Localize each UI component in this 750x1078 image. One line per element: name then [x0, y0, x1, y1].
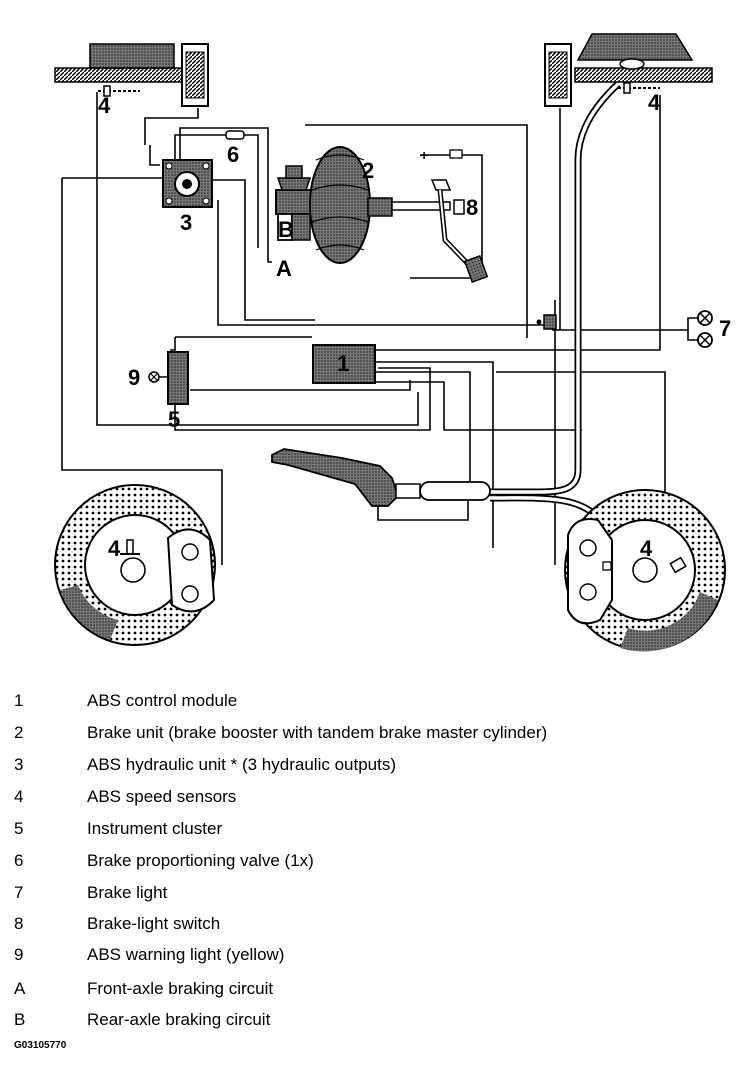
legend-description: Rear-axle braking circuit	[87, 1010, 271, 1029]
abs-control-module	[312, 344, 376, 384]
handbrake-lever	[271, 448, 491, 507]
legend-row: 5 Instrument cluster	[0, 816, 750, 842]
figure-id: G03105770	[14, 1040, 67, 1051]
legend-key: 3	[14, 755, 24, 774]
callout-3: 3	[180, 210, 192, 235]
legend-description: ABS control module	[87, 691, 238, 710]
legend-description: Brake-light switch	[87, 914, 221, 933]
speed-sensor-front-right	[618, 82, 660, 94]
brake-pedal	[430, 179, 489, 284]
legend-key: 9	[14, 945, 24, 964]
instrument-cluster	[167, 351, 189, 405]
legend-key: 5	[14, 819, 24, 838]
callout-7: 7	[719, 316, 731, 341]
brake-light-lamps	[697, 310, 713, 348]
legend-description: Brake proportioning valve (1x)	[87, 851, 314, 870]
legend-key: 2	[14, 723, 24, 742]
legend-row: 4 ABS speed sensors	[0, 784, 750, 810]
legend-description: Brake unit (brake booster with tandem br…	[87, 723, 548, 742]
callout-4-rear-left: 4	[108, 536, 121, 561]
plus-terminal: +	[420, 147, 428, 163]
legend-description: Brake light	[87, 883, 168, 902]
legend-description: ABS speed sensors	[87, 787, 237, 806]
legend-row: 1 ABS control module	[0, 688, 750, 714]
legend-row: B Rear-axle braking circuit	[0, 1007, 750, 1033]
abs-system-diagram: 4 4 6 2 3 B A 8 + 7 1 9 5 4 4	[54, 33, 731, 652]
speed-sensor-rear-right	[602, 556, 687, 574]
legend-description: Front-axle braking circuit	[87, 979, 274, 998]
legend-row: A Front-axle braking circuit	[0, 976, 750, 1002]
legend-key: 8	[14, 914, 24, 933]
callout-4-front-right: 4	[648, 90, 661, 115]
speed-sensor-front-left	[98, 85, 140, 97]
abs-hydraulic-unit	[162, 159, 213, 208]
proportioning-valve	[225, 130, 245, 140]
legend-row: 6 Brake proportioning valve (1x)	[0, 848, 750, 874]
rear-left-disc	[54, 484, 216, 646]
legend-key: 1	[14, 691, 24, 710]
callout-A: A	[276, 256, 292, 281]
callout-8: 8	[466, 195, 478, 220]
callout-1: 1	[337, 351, 349, 376]
wire-connector	[536, 314, 557, 330]
wiring	[61, 92, 703, 565]
legend-description: ABS hydraulic unit * (3 hydraulic output…	[87, 755, 396, 774]
callout-B: B	[278, 217, 294, 242]
legend-row: 7 Brake light	[0, 880, 750, 906]
legend-description: ABS warning light (yellow)	[87, 945, 285, 964]
callout-4-front-left: 4	[98, 93, 111, 118]
legend-key: 7	[14, 883, 24, 902]
callout-6: 6	[227, 142, 239, 167]
brake-booster	[275, 146, 451, 264]
legend-key: A	[14, 979, 26, 998]
callout-2: 2	[362, 158, 374, 183]
callout-5: 5	[168, 407, 180, 432]
legend-row: 3 ABS hydraulic unit * (3 hydraulic outp…	[0, 752, 750, 778]
front-right-hub	[544, 33, 713, 107]
brake-light-switch	[420, 149, 465, 215]
callout-4-rear-right: 4	[640, 536, 653, 561]
legend-key: 4	[14, 787, 24, 806]
front-left-hub	[54, 43, 209, 107]
abs-warning-light	[148, 371, 168, 383]
legend-row: 9 ABS warning light (yellow)	[0, 942, 750, 968]
callout-9: 9	[128, 365, 140, 390]
legend-description: Instrument cluster	[87, 819, 223, 838]
legend-row: 2 Brake unit (brake booster with tandem …	[0, 720, 750, 746]
rear-right-disc	[564, 489, 726, 652]
legend-row: 8 Brake-light switch	[0, 911, 750, 937]
speed-sensor-rear-left	[120, 539, 140, 555]
legend-key: B	[14, 1010, 26, 1029]
legend-key: 6	[14, 851, 24, 870]
